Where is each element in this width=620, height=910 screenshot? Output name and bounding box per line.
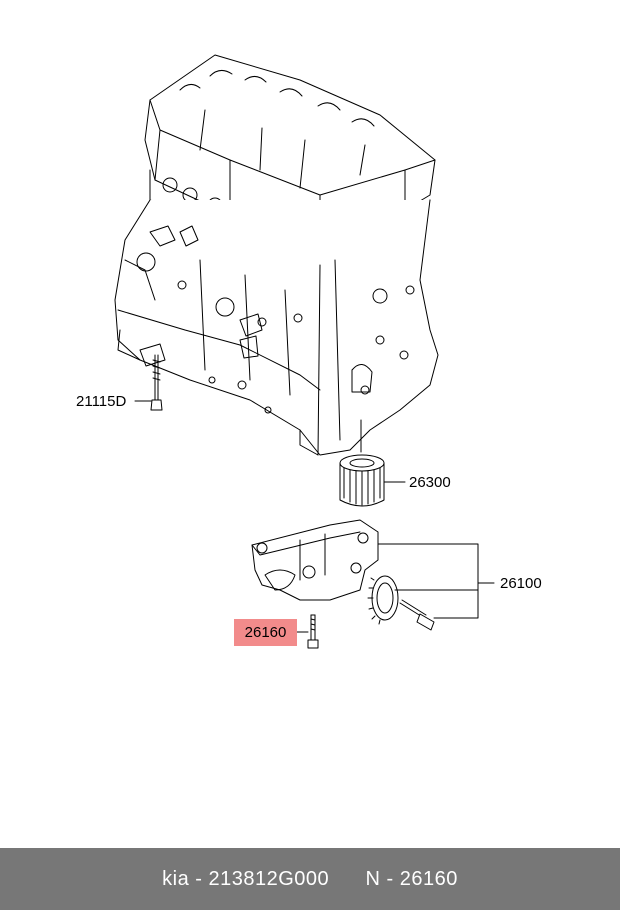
footer-spacer [329,868,365,891]
exploded-parts-diagram [114,54,495,649]
callout-26300: 26300 [409,474,451,491]
bolt-26160 [296,614,319,649]
oil-filter-26300 [339,419,406,507]
part-number-footer: kia - 213812G000 N - 26160 [0,848,620,910]
engine-block [114,54,439,456]
callout-26100: 26100 [500,575,542,592]
footer-reference: N - 26160 [365,867,458,890]
footer-part-number: kia - 213812G000 [162,867,330,890]
callout-26160-highlighted: 26160 [234,619,297,646]
oil-pump-26100 [251,519,495,631]
callout-21115D: 21115D [76,393,127,410]
bolt-21115D [134,354,163,411]
